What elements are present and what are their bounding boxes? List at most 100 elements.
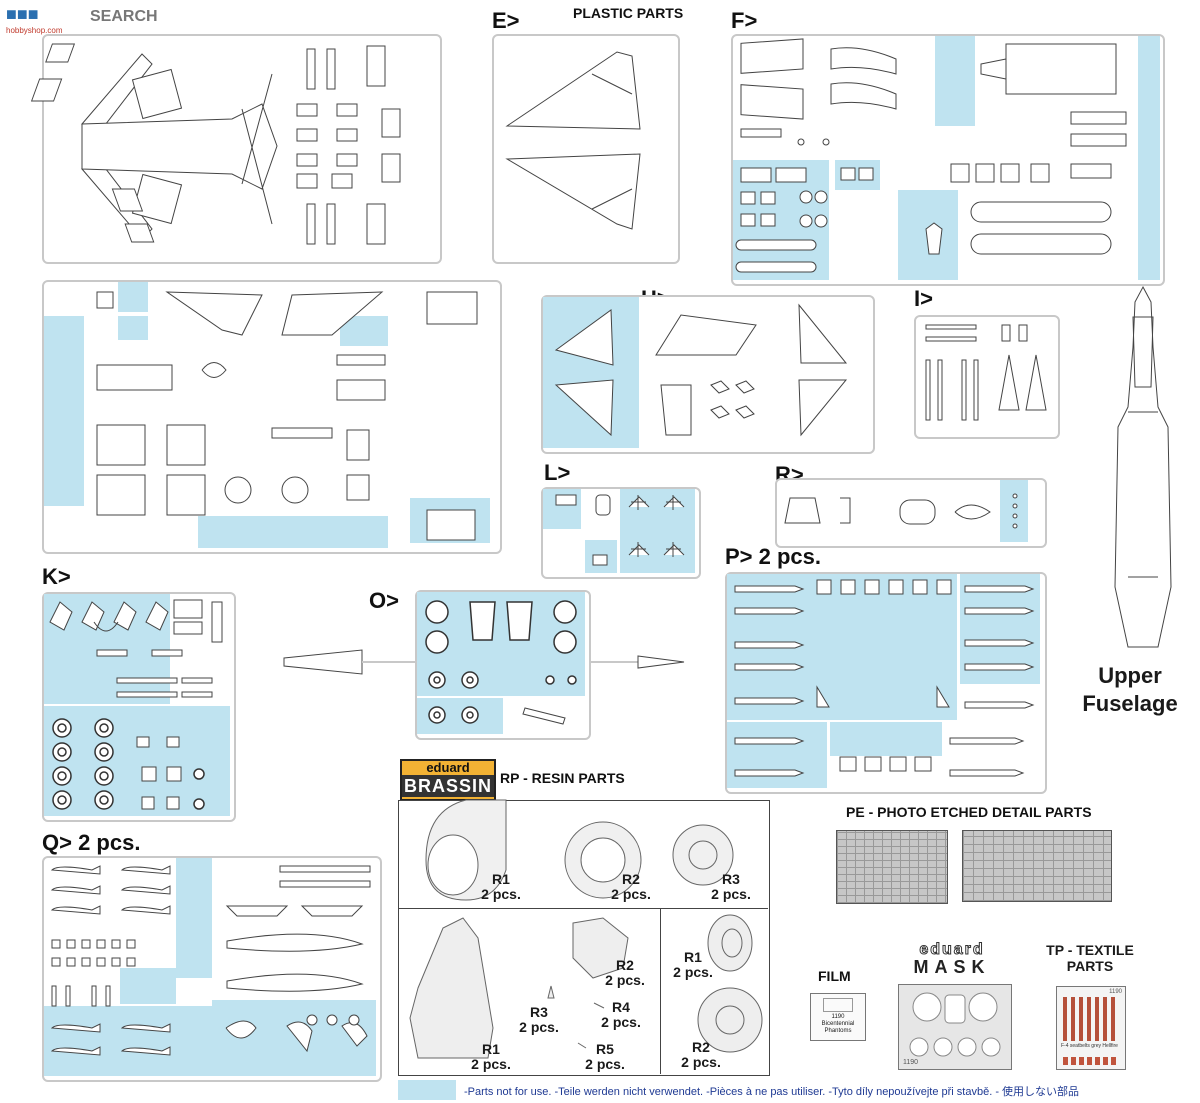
sprue-i-label: I> [914,286,933,311]
upper-fuselage-part [1114,285,1172,648]
sprue-p-parts [734,579,1035,777]
resin-qty: 2 pcs. [673,964,713,980]
resin-top-parts [425,799,734,901]
sprue-k-label: K> [42,564,71,589]
unused-area [118,316,148,340]
textile-title-line1: TP - TEXTILE [1046,942,1134,958]
upper-fuselage-line1: Upper [1098,663,1162,688]
resin-wheel-parts [697,914,763,1053]
sprue-p-label: P> 2 pcs. [725,544,822,569]
unused-area [1138,36,1160,280]
pe-fret-2 [962,830,1112,902]
mask-logo: eduard MASK [896,941,1008,978]
watermark-logo: ■■■ SEARCH hobbyshop.com [6,4,158,35]
textile-code: 1190 [1109,989,1122,995]
brassin-logo-top: eduard [426,760,470,775]
resin-qty: 2 pcs. [605,972,645,988]
mask-sheet: 1190 [898,984,1012,1070]
resin-qty: 2 pcs. [585,1056,625,1072]
sprue-q-parts [50,865,371,1056]
unused-area [1000,480,1028,542]
sprue-h-parts [554,303,848,437]
film-title: FILM [818,968,851,984]
unused-area [198,516,388,548]
resin-qty: 2 pcs. [519,1019,559,1035]
sprue-i-parts [925,324,1047,421]
resin-qty: 2 pcs. [481,886,521,902]
sprue-q-label: Q> 2 pcs. [42,830,141,855]
sprue-o-runner [283,649,638,675]
resin-qty: 2 pcs. [611,886,651,902]
resin-top-r1: R1 2 pcs. [476,872,526,902]
unused-area [44,1006,212,1076]
textile-title-line2: PARTS [1066,958,1114,974]
resin-seat-r3: R3 2 pcs. [514,1005,564,1035]
pe-fret-1 [836,830,948,904]
unused-area [44,316,84,506]
brassin-logo: eduard BRASSIN [400,759,496,801]
sprue-k-parts [49,599,223,810]
sprue-top-left-parts [30,43,401,245]
resin-seat-r4: R4 2 pcs. [596,1000,646,1030]
unused-area [727,722,827,788]
sprue-e-label: E> [492,8,520,33]
film-line2: Phantoms [824,1028,852,1034]
resin-qty: 2 pcs. [601,1014,641,1030]
resin-id: R2 [622,871,640,887]
upper-fuselage-line2: Fuselage [1082,691,1178,716]
sprue-l-parts [555,494,685,566]
film-line1: Bicentennial [821,1021,855,1027]
film-code: 1190 [831,1014,845,1020]
plastic-parts-title: PLASTIC PARTS [573,5,684,21]
unused-area [543,297,639,448]
sprue-o-part-right [637,655,685,669]
legend-text: -Parts not for use. -Teile werden nicht … [464,1086,1080,1098]
upper-fuselage-label: Upper Fuselage [1065,662,1195,718]
resin-id: R3 [530,1004,548,1020]
unused-area [176,858,212,978]
film-sheet: 1190 Bicentennial Phantoms [810,993,866,1041]
mask-logo-top: eduard [919,941,985,958]
textile-belts [1063,997,1119,1041]
resin-qty: 2 pcs. [711,886,751,902]
resin-id: R4 [612,999,630,1015]
resin-id: R1 [482,1041,500,1057]
unused-area [935,36,975,126]
resin-id: R1 [492,871,510,887]
legend-swatch [398,1080,456,1100]
resin-qty: 2 pcs. [681,1054,721,1070]
brassin-logo-bottom: BRASSIN [402,775,494,797]
resin-id: R5 [596,1041,614,1057]
sprue-f-parts [735,38,1127,273]
watermark-brand: SEARCH [90,8,158,25]
mask-code: 1190 [903,1059,919,1066]
textile-text: F-4 seatbelts grey Hellfire [1061,1043,1118,1049]
sprue-f-label: F> [731,8,758,33]
resin-id: R2 [692,1039,710,1055]
pe-parts-title: PE - PHOTO ETCHED DETAIL PARTS [846,804,1092,820]
resin-id: R1 [684,949,702,965]
resin-seat-r2: R2 2 pcs. [600,958,650,988]
unused-area [118,282,148,312]
resin-id: R3 [722,871,740,887]
resin-parts-title: RP - RESIN PARTS [500,770,625,786]
resin-top-r3: R3 2 pcs. [706,872,756,902]
textile-title: TP - TEXTILE PARTS [1040,942,1140,974]
sprue-r-parts [784,493,1018,529]
textile-sheet: 1190 F-4 seatbelts grey Hellfire [1056,986,1126,1070]
sprue-e-parts [505,51,641,230]
sprue-g-parts [96,291,478,541]
mask-sheet-shapes [909,992,1001,1057]
resin-wheel-r1: R1 2 pcs. [668,950,718,980]
textile-buckles [1063,1057,1119,1065]
mask-logo-bottom: MASK [913,957,991,977]
resin-top-r2: R2 2 pcs. [606,872,656,902]
sprue-o-parts [425,600,577,725]
unused-area [44,706,230,816]
resin-wheel-r2: R2 2 pcs. [676,1040,726,1070]
resin-seat-parts [409,917,629,1059]
resin-seat-r1: R1 2 pcs. [466,1042,516,1072]
resin-divider [398,908,768,909]
unused-area [120,968,176,1004]
resin-seat-r5: R5 2 pcs. [580,1042,630,1072]
